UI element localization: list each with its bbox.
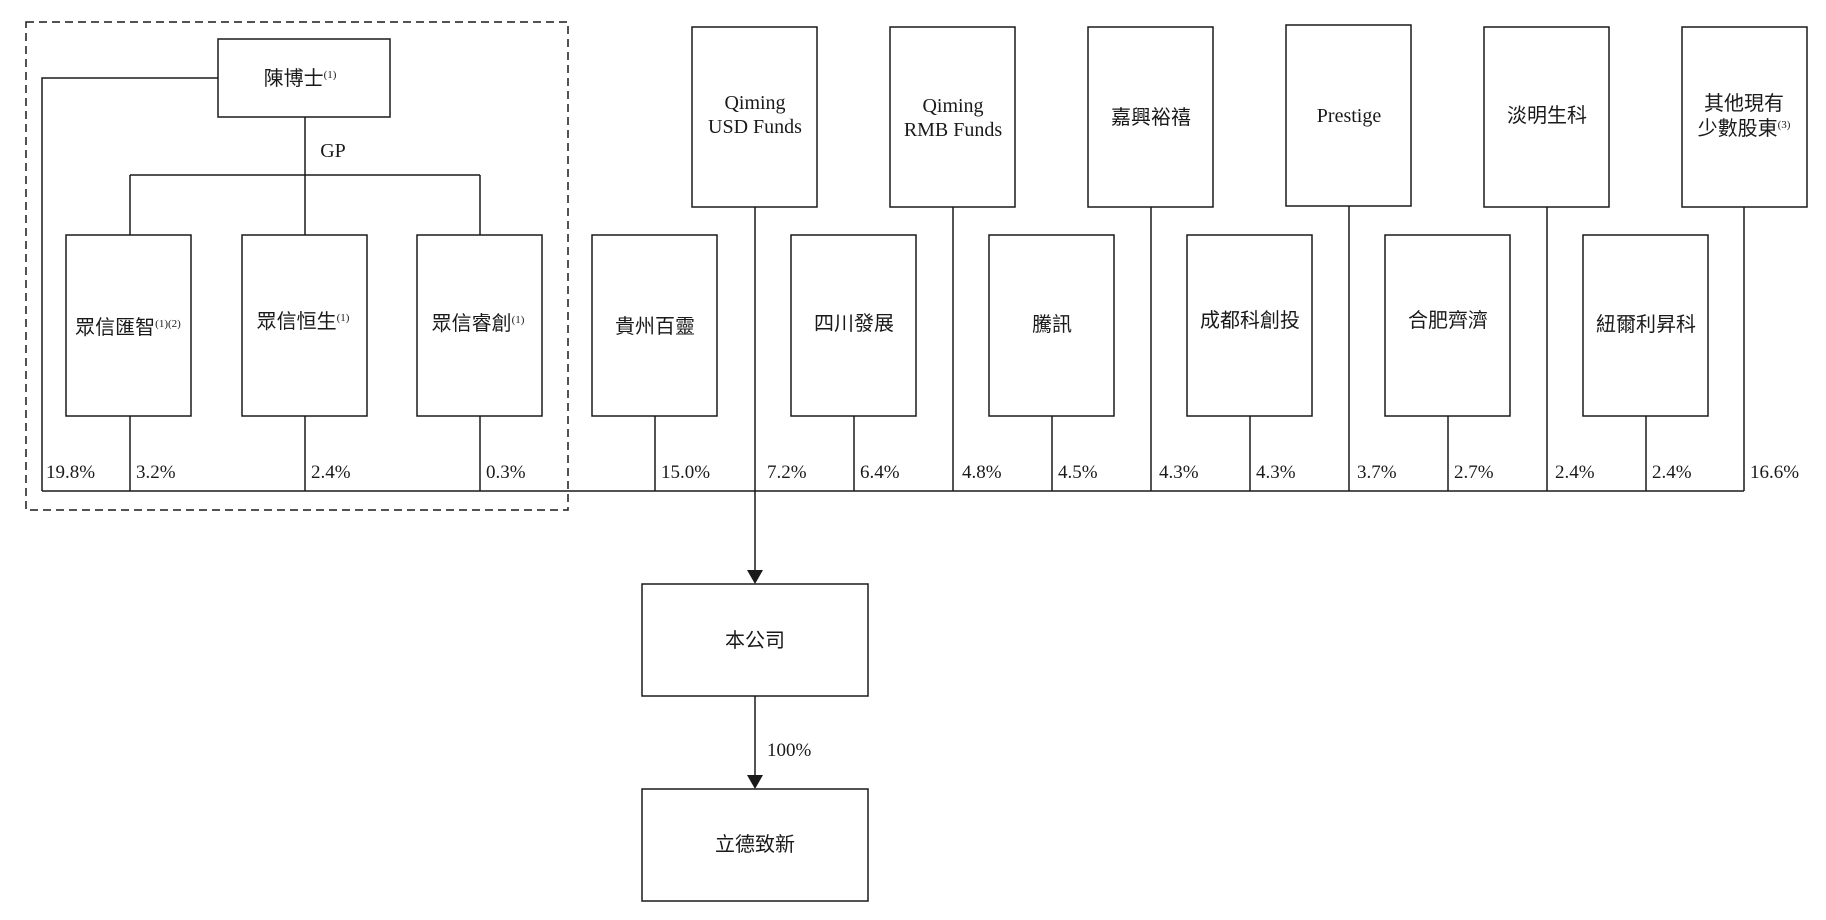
box-guizhou: 貴州百靈 xyxy=(591,234,718,417)
box-prestige: Prestige xyxy=(1285,24,1412,207)
chengdu-name: 成都科創投 xyxy=(1200,309,1300,332)
subsidiary-name: 立德致新 xyxy=(715,833,795,856)
guizhou-name: 貴州百靈 xyxy=(615,315,695,338)
chen-note: (1) xyxy=(324,69,337,81)
zxhz-name: 眾信匯智 xyxy=(75,316,155,339)
hefei-name: 合肥齊濟 xyxy=(1408,309,1488,332)
svg-text:陳博士(1): 陳博士(1) xyxy=(264,67,337,90)
box-company: 本公司 xyxy=(641,583,869,697)
pct-prestige: 3.7% xyxy=(1357,462,1397,483)
box-zxhz: 眾信匯智(1)(2) xyxy=(65,234,192,417)
box-jiaxing: 嘉興裕禧 xyxy=(1087,26,1214,208)
chen-direct-connector xyxy=(41,77,218,491)
pct-others: 16.6% xyxy=(1750,462,1799,483)
box-zxhs: 眾信恒生(1) xyxy=(241,234,368,417)
box-others: 其他現有 少數股東(3) xyxy=(1681,26,1808,208)
pct-qiming-rmb: 4.8% xyxy=(962,462,1002,483)
qiming-rmb-line2: RMB Funds xyxy=(904,119,1003,141)
pct-newell: 2.4% xyxy=(1652,462,1692,483)
box-subsidiary: 立德致新 xyxy=(641,788,869,902)
qiming-rmb-line1: Qiming xyxy=(922,95,983,117)
tencent-name: 騰訊 xyxy=(1032,313,1072,336)
svg-text:眾信睿創(1): 眾信睿創(1) xyxy=(432,312,525,335)
founder-group-border xyxy=(25,21,569,511)
chen-name: 陳博士 xyxy=(264,67,324,90)
svg-text:少數股東(3): 少數股東(3) xyxy=(1698,117,1791,140)
gp-label: GP xyxy=(320,140,346,162)
zxhs-name: 眾信恒生 xyxy=(257,310,337,333)
svg-text:眾信匯智(1)(2): 眾信匯智(1)(2) xyxy=(75,316,181,339)
box-sichuan: 四川發展 xyxy=(790,234,917,417)
zxhs-note: (1) xyxy=(337,312,350,324)
sichuan-name: 四川發展 xyxy=(814,312,894,335)
newell-name: 紐爾利昇科 xyxy=(1596,313,1696,336)
company-arrow-head xyxy=(747,570,763,584)
pct-zxhs: 2.4% xyxy=(311,462,351,483)
pct-tencent: 4.5% xyxy=(1058,462,1098,483)
pct-danming: 2.4% xyxy=(1555,462,1595,483)
company-name: 本公司 xyxy=(725,629,785,652)
subsidiary-ownership: 100% xyxy=(767,740,812,761)
prestige-name: Prestige xyxy=(1317,105,1382,127)
box-newell: 紐爾利昇科 xyxy=(1582,234,1709,417)
box-chengdu: 成都科創投 xyxy=(1186,234,1313,417)
pct-hefei: 2.7% xyxy=(1454,462,1494,483)
pct-zxhz: 3.2% xyxy=(136,462,176,483)
percentage-labels: 19.8% 3.2% 2.4% 0.3% 15.0% 7.2% 6.4% 4.8… xyxy=(46,462,1799,483)
zxrc-note: (1) xyxy=(512,314,525,326)
box-danming: 淡明生科 xyxy=(1483,26,1610,208)
danming-name: 淡明生科 xyxy=(1507,104,1587,127)
pct-guizhou: 15.0% xyxy=(661,462,710,483)
subsidiary-arrow-head xyxy=(747,775,763,789)
pct-chengdu: 4.3% xyxy=(1256,462,1296,483)
others-line1: 其他現有 xyxy=(1704,92,1784,115)
zxhz-note: (1)(2) xyxy=(155,318,181,330)
box-zxrc: 眾信睿創(1) xyxy=(416,234,543,417)
pct-zxrc: 0.3% xyxy=(486,462,526,483)
box-qiming-rmb: Qiming RMB Funds xyxy=(889,26,1016,208)
box-hefei: 合肥齊濟 xyxy=(1384,234,1511,417)
zxrc-name: 眾信睿創 xyxy=(432,312,512,335)
others-line2: 少數股東 xyxy=(1698,117,1778,140)
pct-qiming-usd: 7.2% xyxy=(767,462,807,483)
pct-sichuan: 6.4% xyxy=(860,462,900,483)
others-note: (3) xyxy=(1778,119,1791,131)
qiming-usd-line2: USD Funds xyxy=(708,116,802,138)
jiaxing-name: 嘉興裕禧 xyxy=(1111,106,1191,129)
pct-chen: 19.8% xyxy=(46,462,95,483)
box-qiming-usd: Qiming USD Funds xyxy=(691,26,818,208)
svg-text:眾信恒生(1): 眾信恒生(1) xyxy=(257,310,350,333)
qiming-usd-line1: Qiming xyxy=(724,92,785,114)
box-chen: 陳博士(1) xyxy=(217,38,391,118)
box-tencent: 騰訊 xyxy=(988,234,1115,417)
pct-jiaxing: 4.3% xyxy=(1159,462,1199,483)
